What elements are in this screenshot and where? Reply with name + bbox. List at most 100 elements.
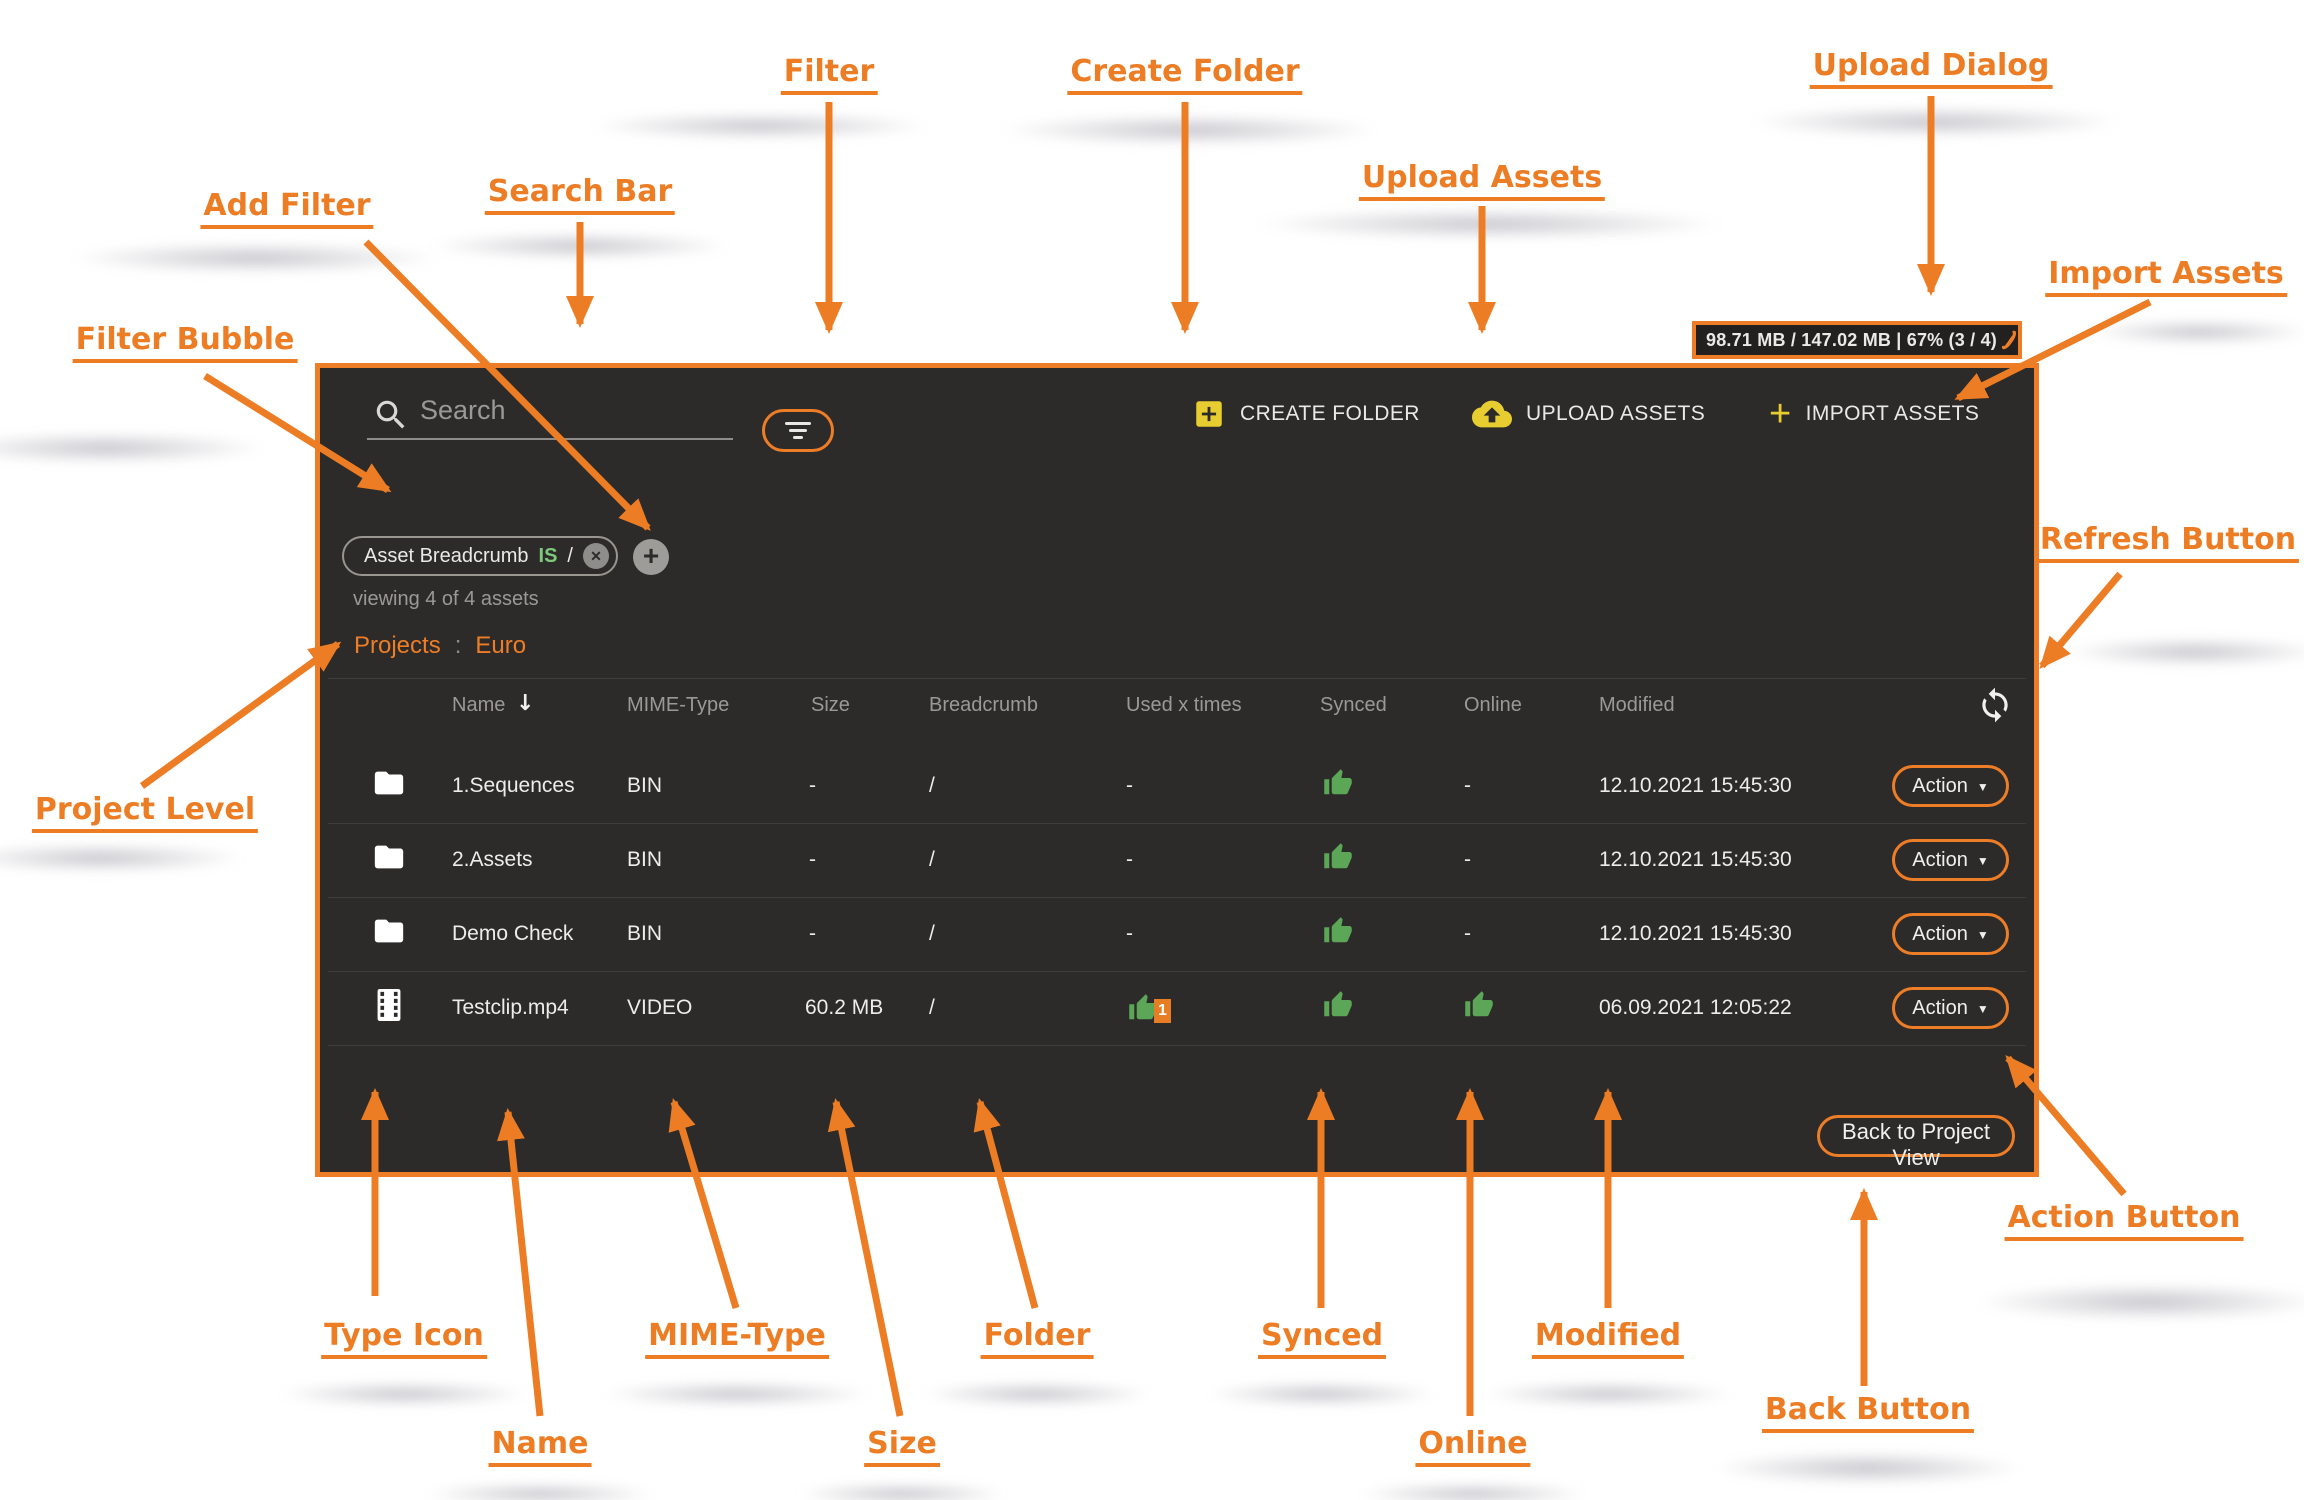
upload-dialog-badge[interactable]: 98.71 MB / 147.02 MB | 67% (3 / 4) <box>1692 321 2022 359</box>
cell-breadcrumb: / <box>929 774 935 797</box>
import-assets-button[interactable]: + IMPORT ASSETS <box>1763 392 1985 436</box>
cell-online: - <box>1464 774 1471 797</box>
shadow-blob <box>2065 637 2304 667</box>
col-breadcrumb[interactable]: Breadcrumb <box>929 694 1038 716</box>
cell-name: 1.Sequences <box>452 774 575 797</box>
action-label: Action <box>1912 774 1968 797</box>
annotation-search-bar: Search Bar <box>484 174 676 215</box>
annotation-type-icon: Type Icon <box>321 1318 487 1359</box>
remove-filter-icon[interactable]: ✕ <box>582 543 609 569</box>
chevron-down-icon: ▼ <box>1976 928 1989 942</box>
online-thumb-up-icon <box>1464 990 1494 1026</box>
col-online[interactable]: Online <box>1464 694 1522 716</box>
table-header: Name ↓ MIME-Type Size Breadcrumb Used x … <box>320 686 2034 726</box>
filter-lines-icon <box>793 436 803 439</box>
plus-icon: + <box>1769 393 1792 435</box>
breadcrumb-separator: : <box>454 632 462 659</box>
upload-assets-button[interactable]: UPLOAD ASSETS <box>1466 392 1711 436</box>
annotation-add-filter: Add Filter <box>200 188 374 229</box>
cell-online: - <box>1464 848 1471 871</box>
import-assets-label: IMPORT ASSETS <box>1805 402 1980 425</box>
chevron-down-icon: ▼ <box>1976 1002 1989 1016</box>
cell-mime: BIN <box>627 774 663 797</box>
cloud-upload-icon <box>1472 400 1512 428</box>
annotation-name: Name <box>488 1426 592 1467</box>
action-button[interactable]: Action ▼ <box>1892 765 2009 807</box>
shadow-blob <box>797 1482 1007 1500</box>
shadow-blob <box>0 432 265 464</box>
annotation-upload-assets: Upload Assets <box>1358 160 1606 201</box>
back-to-project-view-button[interactable]: Back to Project View <box>1817 1115 2015 1170</box>
cell-online: - <box>1464 922 1471 945</box>
action-button[interactable]: Action ▼ <box>1892 987 2009 1029</box>
breadcrumb-projects[interactable]: Projects <box>354 632 441 659</box>
action-button[interactable]: Action ▼ <box>1892 839 2009 881</box>
cell-size: - <box>809 922 816 945</box>
shadow-blob <box>1483 1381 1733 1407</box>
shadow-blob <box>430 232 730 260</box>
used-count-badge: 1 <box>1154 999 1171 1023</box>
video-type-icon <box>376 989 402 1027</box>
annotation-synced: Synced <box>1257 1318 1387 1359</box>
action-label: Action <box>1912 996 1968 1019</box>
annotation-import-assets: Import Assets <box>2045 256 2287 297</box>
col-used-x-times[interactable]: Used x times <box>1126 694 1242 716</box>
table-row[interactable]: 1.Sequences BIN - / - - 12.10.2021 15:45… <box>320 749 2034 823</box>
annotation-refresh-button: Refresh Button <box>2036 522 2300 563</box>
cell-name: Testclip.mp4 <box>452 996 569 1019</box>
annotation-upload-dialog: Upload Dialog <box>1809 48 2053 89</box>
divider <box>328 823 2026 824</box>
cell-used: - <box>1126 774 1133 797</box>
cell-used: - <box>1126 848 1133 871</box>
filter-lines-icon <box>785 422 811 425</box>
table-row[interactable]: 2.Assets BIN - / - - 12.10.2021 15:45:30… <box>320 823 2034 897</box>
search-underline <box>367 438 733 440</box>
filter-bubble-chip[interactable]: Asset Breadcrumb IS / ✕ <box>342 536 618 576</box>
filter-button[interactable] <box>762 409 834 452</box>
table-row[interactable]: Demo Check BIN - / - - 12.10.2021 15:45:… <box>320 897 2034 971</box>
create-folder-button[interactable]: CREATE FOLDER <box>1186 392 1426 436</box>
upload-progress-text: 98.71 MB / 147.02 MB | 67% (3 / 4) <box>1706 329 1997 350</box>
col-modified[interactable]: Modified <box>1599 694 1675 716</box>
breadcrumb-current[interactable]: Euro <box>475 632 527 659</box>
shadow-blob <box>602 1381 872 1407</box>
annotation-project-level: Project Level <box>31 792 259 833</box>
synced-thumb-up-icon <box>1323 768 1353 804</box>
shadow-blob <box>590 112 930 140</box>
add-filter-button[interactable]: + <box>633 539 669 575</box>
action-label: Action <box>1912 922 1968 945</box>
table-row[interactable]: Testclip.mp4 VIDEO 60.2 MB / 1 06.09.202… <box>320 971 2034 1045</box>
shadow-blob <box>1713 1451 2023 1485</box>
refresh-button[interactable] <box>1976 686 2014 724</box>
cell-modified: 12.10.2021 15:45:30 <box>1599 774 1792 797</box>
cell-name: 2.Assets <box>452 848 533 871</box>
col-name[interactable]: Name <box>452 694 506 716</box>
cell-mime: VIDEO <box>627 996 693 1019</box>
search-input[interactable] <box>418 394 718 427</box>
upload-assets-label: UPLOAD ASSETS <box>1526 402 1706 425</box>
cell-mime: BIN <box>627 922 663 945</box>
cell-size: 60.2 MB <box>805 996 884 1019</box>
col-synced[interactable]: Synced <box>1320 694 1387 716</box>
shadow-blob <box>1358 1482 1588 1500</box>
add-box-icon <box>1196 401 1222 427</box>
filter-value: / <box>567 544 573 567</box>
annotation-filter: Filter <box>780 54 878 95</box>
col-mime-type[interactable]: MIME-Type <box>627 694 730 716</box>
sort-desc-icon[interactable]: ↓ <box>516 691 535 716</box>
synced-thumb-up-icon <box>1323 916 1353 952</box>
divider <box>328 678 2026 679</box>
annotation-create-folder: Create Folder <box>1067 54 1303 95</box>
cell-size: - <box>809 774 816 797</box>
cell-modified: 12.10.2021 15:45:30 <box>1599 922 1792 945</box>
col-size[interactable]: Size <box>811 694 850 716</box>
annotation-size: Size <box>864 1426 940 1467</box>
search-icon <box>376 400 405 429</box>
action-button[interactable]: Action ▼ <box>1892 913 2009 955</box>
annotation-action-button: Action Button <box>2004 1200 2244 1241</box>
folder-type-icon <box>372 768 406 804</box>
cell-name: Demo Check <box>452 922 574 945</box>
folder-type-icon <box>372 916 406 952</box>
annotation-modified: Modified <box>1531 1318 1685 1359</box>
